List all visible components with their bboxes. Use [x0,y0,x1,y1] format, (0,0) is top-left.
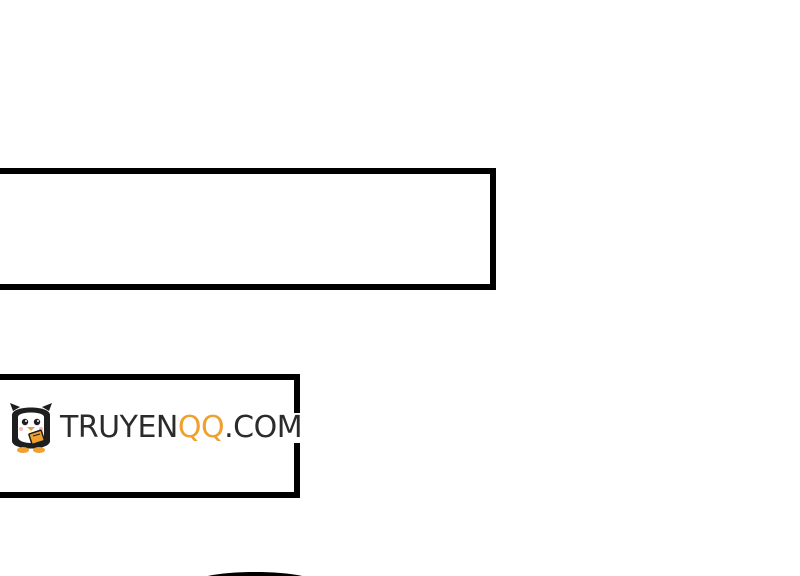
panel-edge-arc [207,572,303,576]
penguin-icon [10,403,52,453]
empty-speech-panel [0,168,496,290]
logo-wordmark: TRUYENQQ.COM [60,410,305,445]
logo-text-com: .COM [224,410,303,445]
logo-text-truyen: TRUYEN [60,410,178,445]
site-watermark-logo: TRUYENQQ.COM [6,400,305,456]
logo-text-qq: QQ [177,410,225,445]
